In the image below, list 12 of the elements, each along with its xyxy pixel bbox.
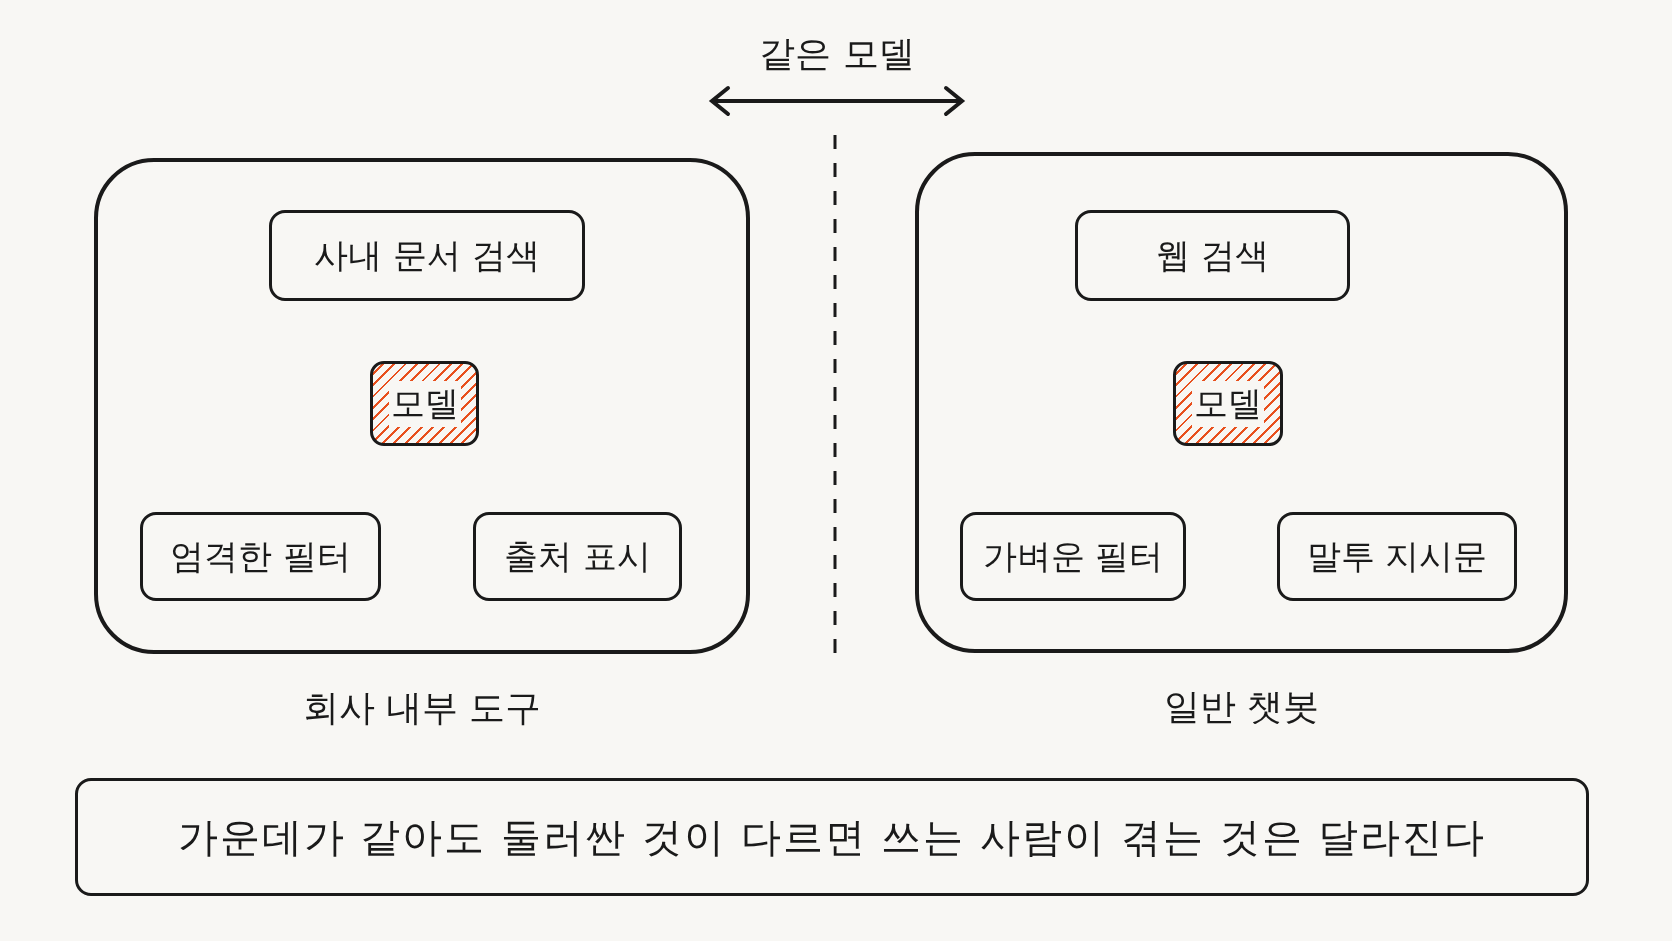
component-box: 말투 지시문: [1277, 512, 1517, 601]
component-box: 웹 검색: [1075, 210, 1350, 301]
component-box: 사내 문서 검색: [269, 210, 585, 301]
component-box: 출처 표시: [473, 512, 682, 601]
component-box: 엄격한 필터: [140, 512, 381, 601]
model-box: 모델: [370, 361, 479, 446]
arrow-label: 같은 모델: [758, 32, 916, 76]
panel-caption: 회사 내부 도구: [301, 686, 543, 730]
component-box: 가벼운 필터: [960, 512, 1186, 601]
panel-caption: 일반 챗봇: [1162, 685, 1321, 729]
summary-box: 가운데가 같아도 둘러싼 것이 다르면 쓰는 사람이 겪는 것은 달라진다: [75, 778, 1589, 896]
model-box: 모델: [1173, 361, 1283, 446]
